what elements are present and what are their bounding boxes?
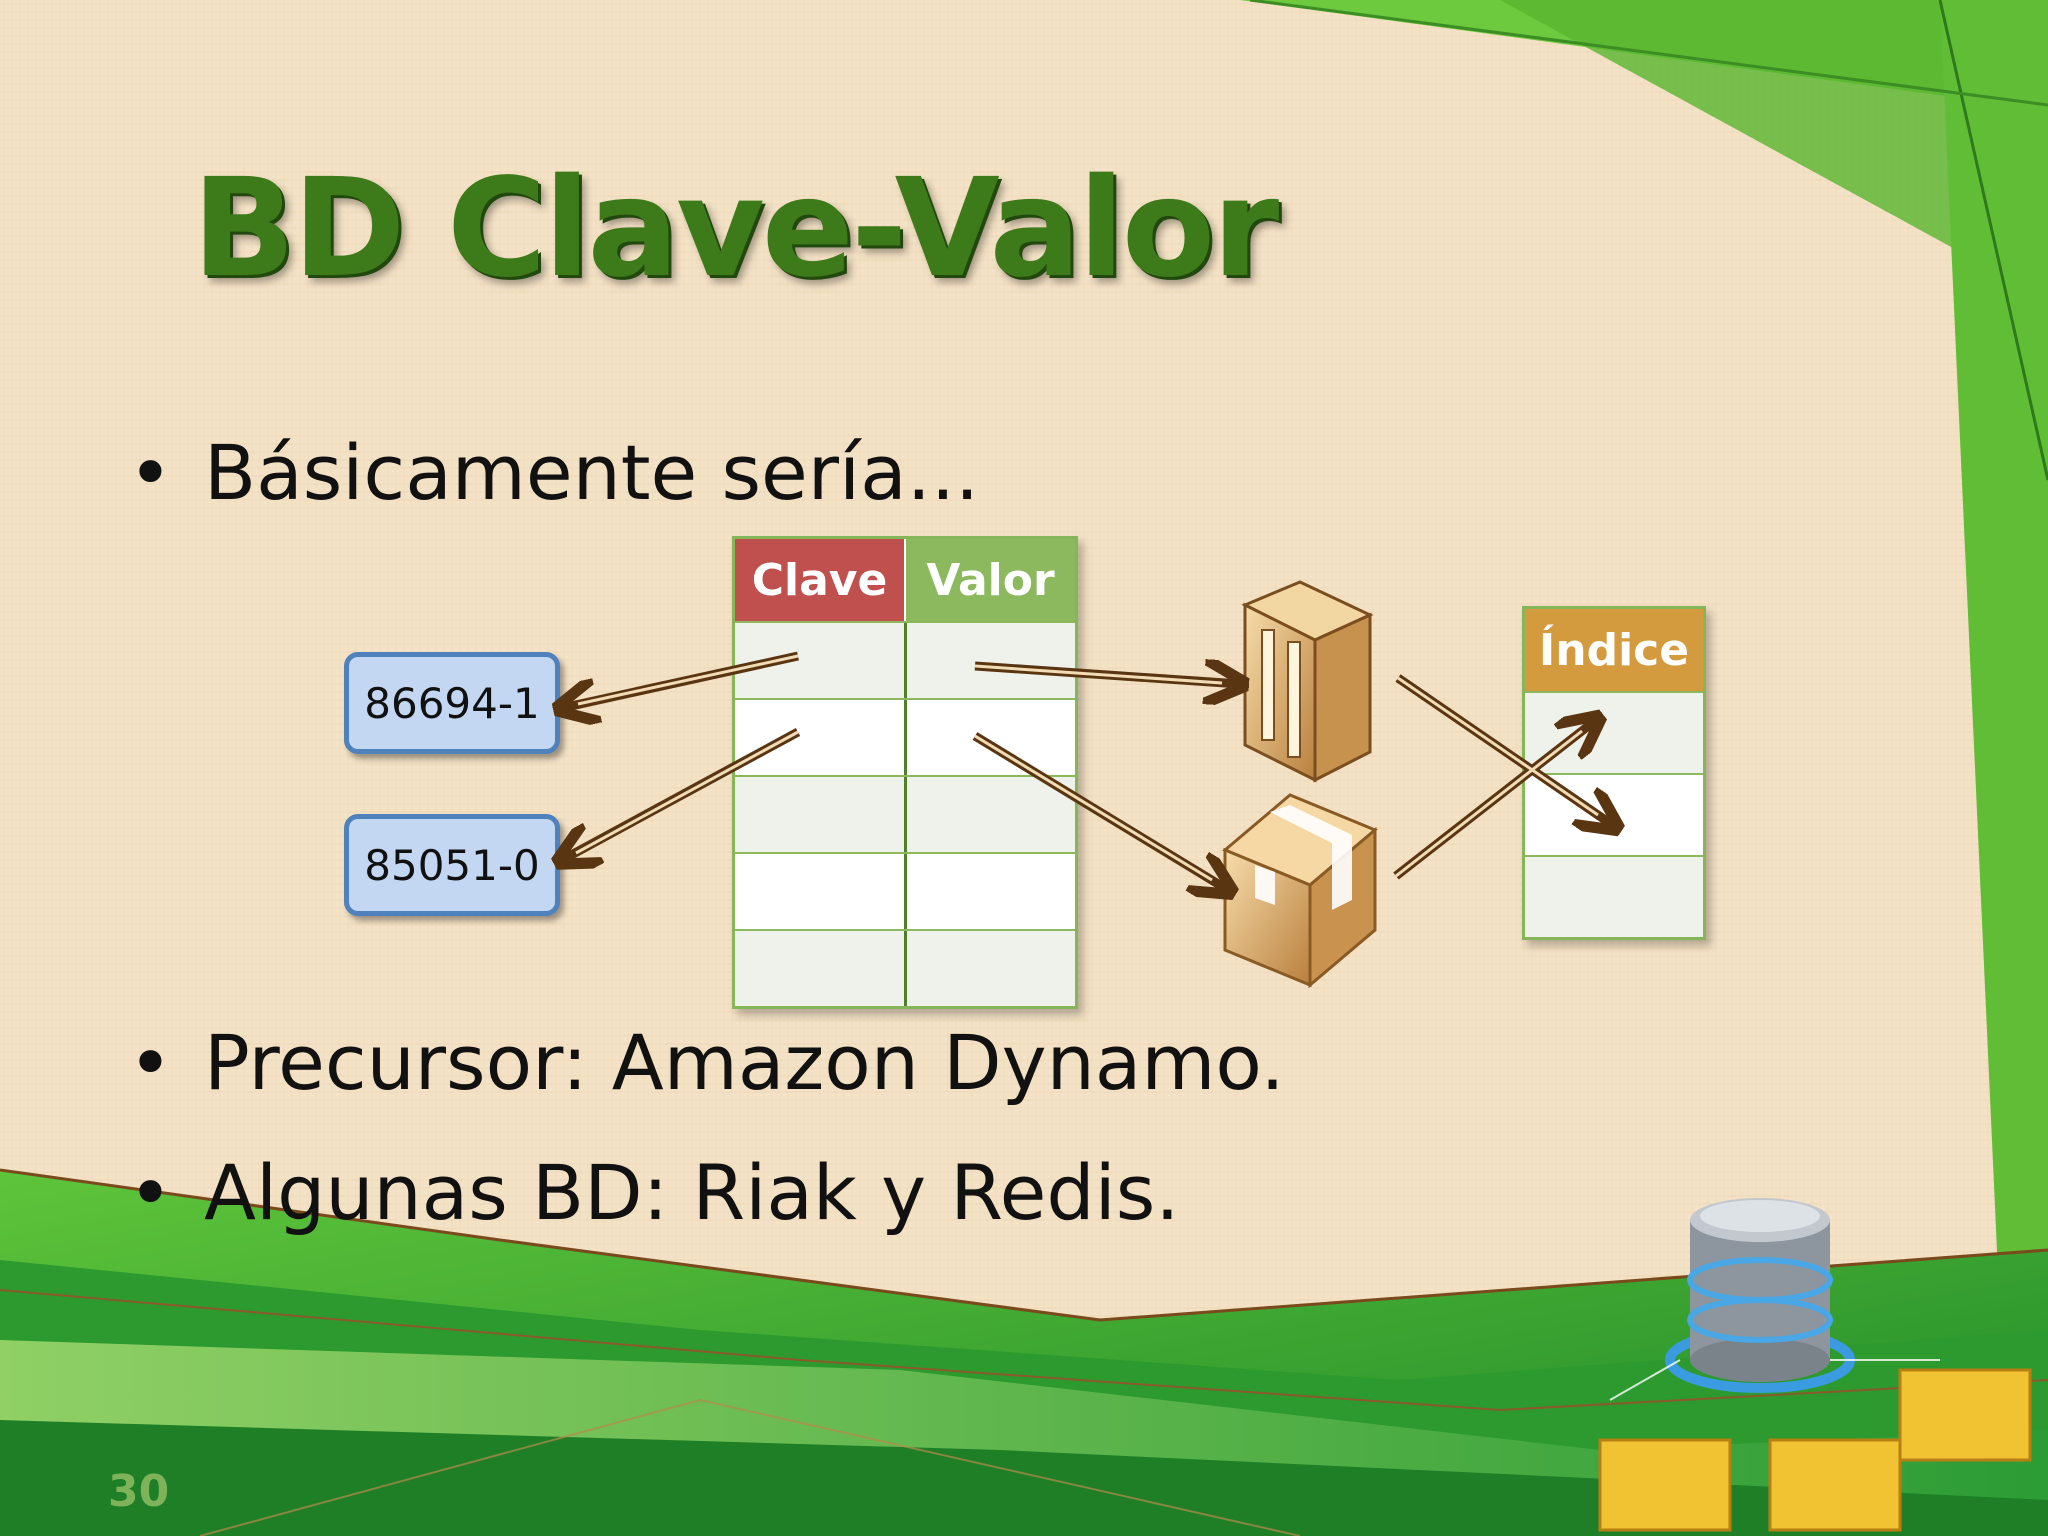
bullet-item: • Precursor: Amazon Dynamo. bbox=[128, 1018, 1285, 1107]
valor-header: Valor bbox=[906, 539, 1075, 621]
bullet-item: • Básicamente sería... bbox=[128, 428, 979, 517]
table-row bbox=[735, 698, 1075, 775]
bullet-icon: • bbox=[128, 1018, 173, 1107]
slide-title: BD Clave-Valor bbox=[192, 150, 1279, 308]
key-box: 86694-1 bbox=[344, 652, 560, 754]
index-row bbox=[1525, 773, 1703, 855]
table-row bbox=[735, 929, 1075, 1006]
bullet-text: Algunas BD: Riak y Redis. bbox=[204, 1148, 1180, 1237]
index-header: Índice bbox=[1525, 609, 1703, 691]
bullet-text: Precursor: Amazon Dynamo. bbox=[204, 1018, 1285, 1107]
bullet-text: Básicamente sería... bbox=[204, 428, 980, 517]
table-row bbox=[735, 775, 1075, 852]
bullet-item: • Algunas BD: Riak y Redis. bbox=[128, 1148, 1180, 1237]
index-row bbox=[1525, 855, 1703, 937]
page-number: 30 bbox=[108, 1466, 170, 1517]
clave-header: Clave bbox=[735, 539, 906, 621]
index-row bbox=[1525, 691, 1703, 773]
bullet-icon: • bbox=[128, 428, 173, 517]
key-box: 85051-0 bbox=[344, 814, 560, 916]
folder-icon bbox=[1598, 1368, 2032, 1532]
key-value-table: Clave Valor bbox=[732, 536, 1078, 1009]
table-row bbox=[735, 852, 1075, 929]
table-row bbox=[735, 621, 1075, 698]
index-table: Índice bbox=[1522, 606, 1706, 940]
database-icon bbox=[1665, 1198, 1855, 1393]
bullet-icon: • bbox=[128, 1148, 173, 1237]
table-header: Clave Valor bbox=[735, 539, 1075, 621]
